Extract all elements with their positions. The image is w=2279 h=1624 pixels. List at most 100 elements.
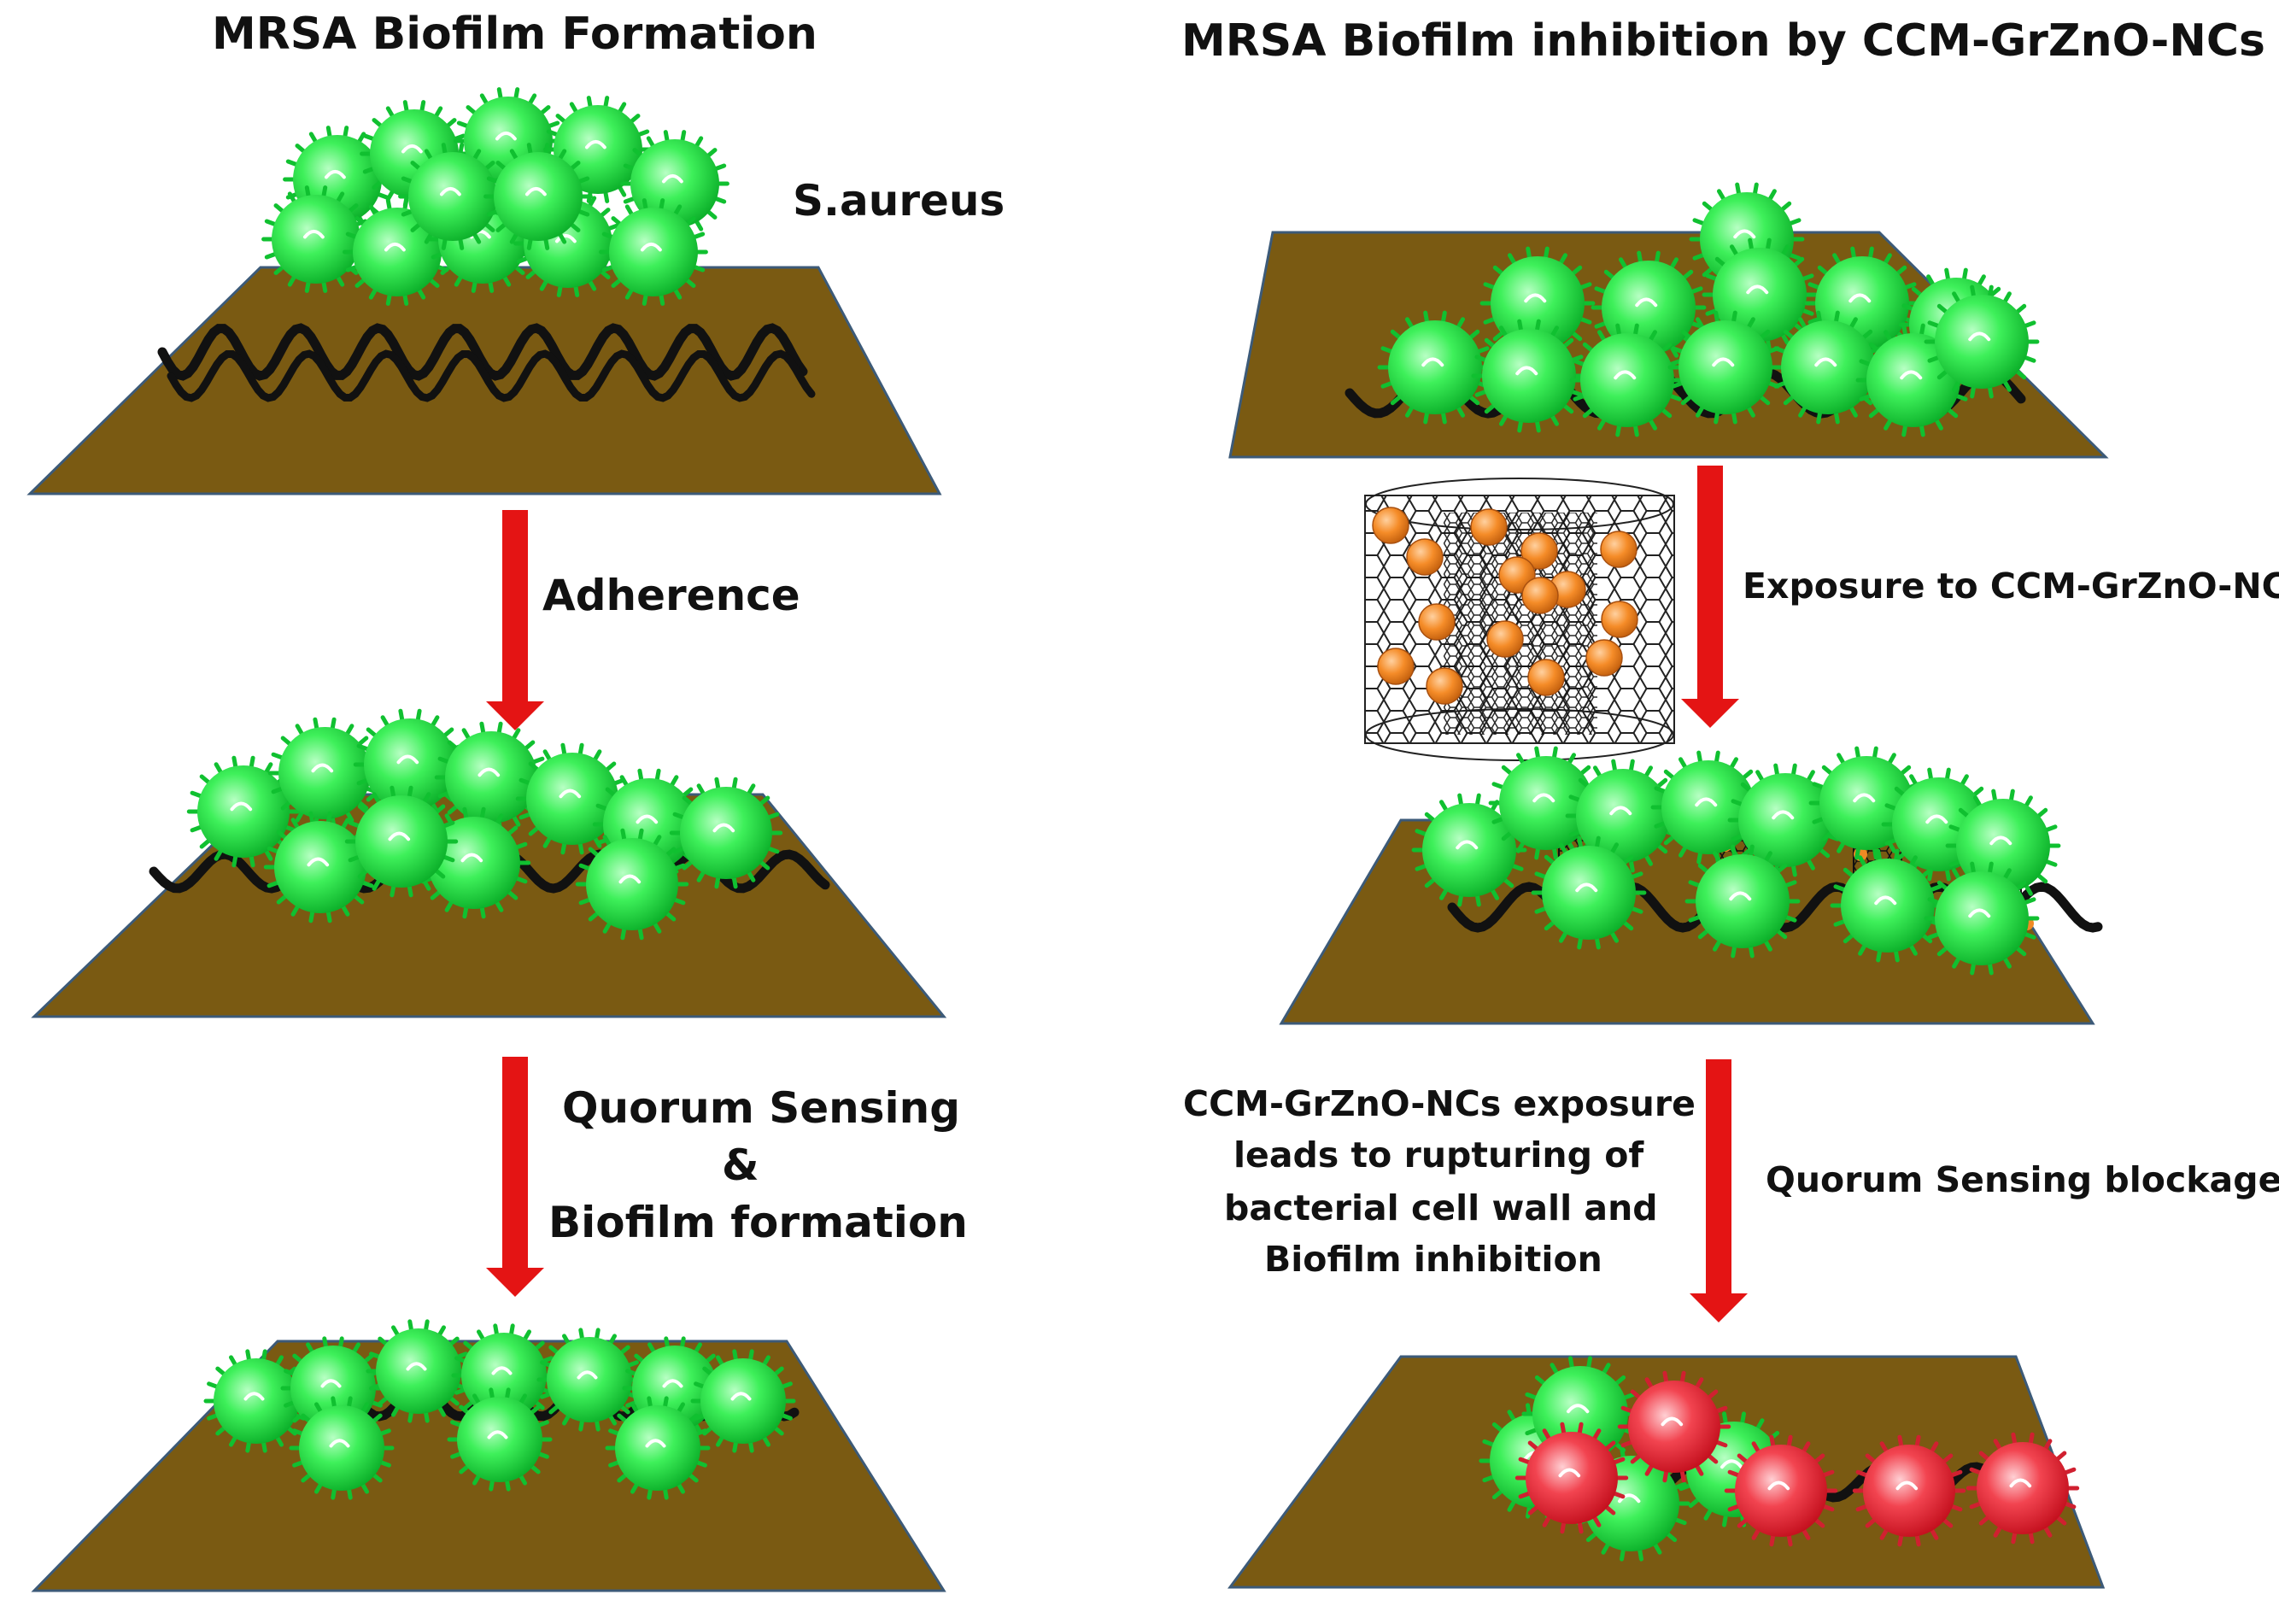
bacterium-spikes: [669, 777, 783, 889]
bacterium-body: [1482, 329, 1576, 423]
bacterium-highlight: [460, 853, 483, 863]
live-bacterium: [344, 785, 459, 898]
live-bacterium: [1945, 789, 2061, 903]
bacterium-highlight: [401, 144, 423, 154]
bacterium-body: [609, 208, 698, 296]
bacterium-highlight: [555, 233, 577, 243]
bacterium-highlight: [1558, 1468, 1581, 1478]
process-arrow: [486, 1057, 544, 1297]
bacterium-body: [272, 195, 360, 284]
bacterium-highlight: [1661, 1416, 1684, 1427]
bacterium-highlight: [1635, 297, 1658, 308]
zno-nanoparticle: [1377, 648, 1415, 685]
zno-nanoparticle: [1470, 508, 1508, 546]
bacterium-spikes: [1924, 861, 2040, 976]
bacterium-spikes: [1966, 1432, 2080, 1545]
left-panel-title: MRSA Biofilm Formation: [212, 9, 817, 60]
bacterium-highlight: [230, 801, 253, 812]
bacterium-highlight: [1746, 284, 1769, 295]
right-panel-title: MRSA Biofilm inhibition by CCM-GrZnO-NCs: [1181, 15, 2265, 67]
bacterium-body: [1491, 256, 1585, 350]
bacterium-body: [457, 1397, 542, 1482]
bacterium-highlight: [440, 186, 461, 196]
bacterium-highlight: [1712, 357, 1735, 367]
bacterium-spikes: [1924, 284, 2040, 399]
arrow-layer: [486, 466, 1748, 1322]
bacterium-highlight: [662, 1379, 683, 1388]
bacterium-body: [1863, 1445, 1955, 1537]
dead-bacterium: [1724, 1434, 1838, 1547]
bacterium-body: [1977, 1442, 2069, 1534]
bacterium-highlight: [1874, 895, 1897, 906]
bacterium-highlight: [1767, 1480, 1790, 1491]
bacterium-body: [547, 1337, 632, 1422]
bacterium-body: [1781, 320, 1875, 414]
bacterium-body: [355, 795, 448, 888]
bacterium-body: [615, 1405, 700, 1491]
bacterium-highlight: [641, 242, 662, 252]
bacterium-body: [1388, 320, 1482, 414]
zno-nanoparticle: [1372, 507, 1409, 544]
bacterium-highlight: [311, 763, 334, 773]
live-bacterium: [1924, 861, 2040, 976]
bacterium-spikes: [289, 1396, 395, 1500]
bacterium-highlight: [1532, 793, 1555, 803]
zno-nanoparticle: [1601, 601, 1638, 638]
bacterium-highlight: [1772, 810, 1795, 820]
bacterium-body: [586, 838, 678, 930]
dead-bacterium: [1966, 1432, 2080, 1545]
live-bacterium: [1770, 310, 1886, 425]
bacterium-highlight: [525, 186, 547, 196]
dead-bacterium: [1514, 1422, 1629, 1534]
bacterium-body: [1661, 760, 1755, 854]
zno-nanoparticle: [1585, 639, 1623, 677]
bacterium-highlight: [1421, 357, 1444, 367]
bacterium-spikes: [599, 198, 708, 306]
bacterium-body: [554, 105, 642, 194]
ampersand-label: &: [722, 1140, 759, 1190]
process-arrow: [486, 510, 544, 730]
bacterium-highlight: [662, 173, 683, 184]
bacterium-highlight: [1733, 229, 1756, 239]
bacterium-body: [445, 731, 537, 824]
bacterium-highlight: [495, 131, 517, 141]
bacterium-highlight: [1614, 370, 1637, 380]
live-bacterium: [690, 1349, 796, 1453]
live-bacterium: [483, 143, 593, 250]
zno-nanoparticle: [1527, 659, 1565, 696]
bacterium-body: [299, 1405, 384, 1491]
bacterium-highlight: [577, 1370, 598, 1380]
bacterium-highlight: [303, 229, 325, 239]
bacterium-body: [1678, 320, 1772, 414]
live-bacterium: [261, 185, 371, 293]
bacterium-body: [1841, 859, 1935, 953]
bacterium-spikes: [1852, 1434, 1966, 1547]
bacterium-highlight: [491, 1366, 513, 1375]
live-bacterium: [605, 1396, 711, 1500]
bacterium-highlight: [1848, 293, 1872, 303]
live-bacterium: [1830, 848, 1946, 963]
zno-nanoparticle: [1418, 603, 1456, 641]
live-bacterium: [263, 811, 378, 923]
bacterium-body: [1602, 261, 1696, 355]
bacterium-highlight: [487, 1430, 508, 1439]
bacterium-highlight: [585, 139, 606, 150]
live-bacterium: [1471, 319, 1587, 433]
live-bacterium: [1488, 746, 1604, 860]
bacterium-body: [1935, 871, 2029, 965]
bacterium-spikes: [1569, 323, 1685, 437]
live-bacterium: [186, 755, 301, 868]
bacterium-body: [197, 765, 290, 858]
bacterium-highlight: [1989, 835, 2012, 846]
bacterium-highlight: [1729, 891, 1752, 901]
bacterium-highlight: [618, 874, 642, 884]
bacterium-highlight: [1695, 797, 1718, 807]
live-bacterium: [599, 198, 708, 306]
bacterium-body: [353, 208, 442, 296]
zno-nanoparticle: [1600, 531, 1637, 568]
live-bacterium: [669, 777, 783, 889]
bacterium-spikes: [1617, 1370, 1731, 1483]
zno-nanoparticle: [1521, 577, 1559, 614]
bacterium-spikes: [1471, 319, 1587, 433]
